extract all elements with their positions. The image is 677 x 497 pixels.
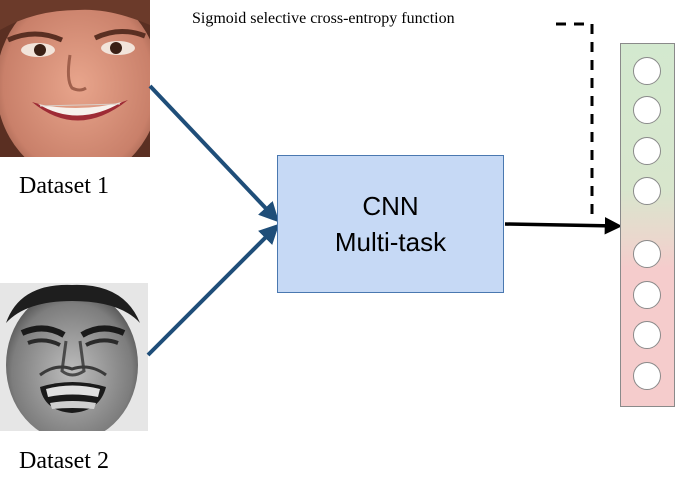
arrow-dataset-1-to-cnn (148, 84, 280, 223)
multitask-label: Multi-task (334, 227, 447, 257)
dataset-1-image (0, 0, 150, 157)
output-node (633, 137, 661, 165)
arrow-dataset-2-to-cnn (146, 223, 280, 357)
arrow-cnn-to-output (504, 217, 623, 235)
output-node (633, 240, 661, 268)
output-layer (620, 43, 675, 407)
output-node (633, 362, 661, 390)
output-node (633, 96, 661, 124)
output-node (633, 321, 661, 349)
cnn-label: CNN (362, 191, 419, 221)
loss-function-label: Sigmoid selective cross-entropy function (192, 10, 455, 27)
output-node (633, 57, 661, 85)
dataset-1-caption: Dataset 1 (19, 173, 109, 199)
output-node (633, 281, 661, 309)
cnn-multitask-block: CNN Multi-task (277, 155, 504, 293)
dataset-2-caption: Dataset 2 (19, 448, 109, 474)
loss-dashed-connector (556, 22, 594, 220)
output-node (633, 177, 661, 205)
dataset-2-image (0, 283, 148, 431)
